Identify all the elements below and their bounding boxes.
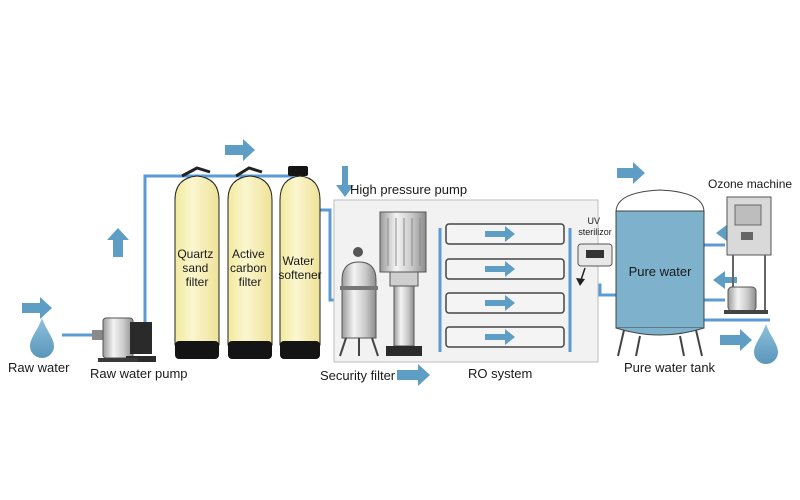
high-pressure-pump-unit — [379, 211, 427, 356]
active-carbon-filter-label: Active carbon filter — [230, 247, 270, 289]
water-drop-icon — [754, 324, 778, 364]
ozone-machine-label: Ozone machine — [708, 177, 792, 191]
high-pressure-pump-label: High pressure pump — [350, 182, 467, 197]
pure-water-label: Pure water — [629, 264, 693, 279]
security-filter-label: Security filter — [320, 368, 396, 383]
uv-lamp-icon — [576, 243, 613, 286]
flow-arrow-icon — [107, 228, 129, 257]
water-drop-icon — [30, 318, 54, 358]
security-filter-unit — [339, 247, 379, 357]
flow-arrow-icon — [720, 329, 752, 351]
raw-water-pump-label: Raw water pump — [90, 366, 188, 381]
pure-water-tank — [615, 189, 705, 357]
flow-arrows — [22, 139, 752, 386]
active-carbon-filter-tank — [227, 166, 273, 359]
quartz-sand-filter-label: Quartz sand filter — [177, 247, 216, 289]
flow-arrow-icon — [22, 297, 52, 319]
flow-arrow-icon — [485, 226, 515, 242]
flow-arrow-icon — [485, 295, 515, 311]
flow-arrow-icon — [617, 162, 645, 184]
raw-water-label: Raw water — [8, 360, 70, 375]
ro-system-label: RO system — [468, 366, 532, 381]
flow-arrow-icon — [713, 271, 737, 289]
ro-membranes — [438, 223, 572, 352]
ozone-generator-icon — [724, 196, 772, 314]
diagram-labels: Raw water Raw water pump Quartz sand fil… — [8, 177, 792, 383]
flow-arrow-icon — [485, 261, 515, 277]
flow-arrow-icon — [336, 166, 354, 197]
water-softener-tank — [279, 166, 321, 359]
pipe-pump-to-filters — [62, 174, 190, 337]
uv-sterilizer-label: UV sterilizor — [578, 216, 612, 237]
flow-arrow-icon — [485, 329, 515, 345]
pump-icon — [92, 317, 156, 362]
flow-arrow-icon — [397, 364, 430, 386]
flow-arrow-icon — [225, 139, 255, 161]
water-softener-label: Water softener — [278, 254, 321, 282]
quartz-sand-filter-tank — [174, 166, 220, 359]
pure-water-tank-label: Pure water tank — [624, 360, 716, 375]
